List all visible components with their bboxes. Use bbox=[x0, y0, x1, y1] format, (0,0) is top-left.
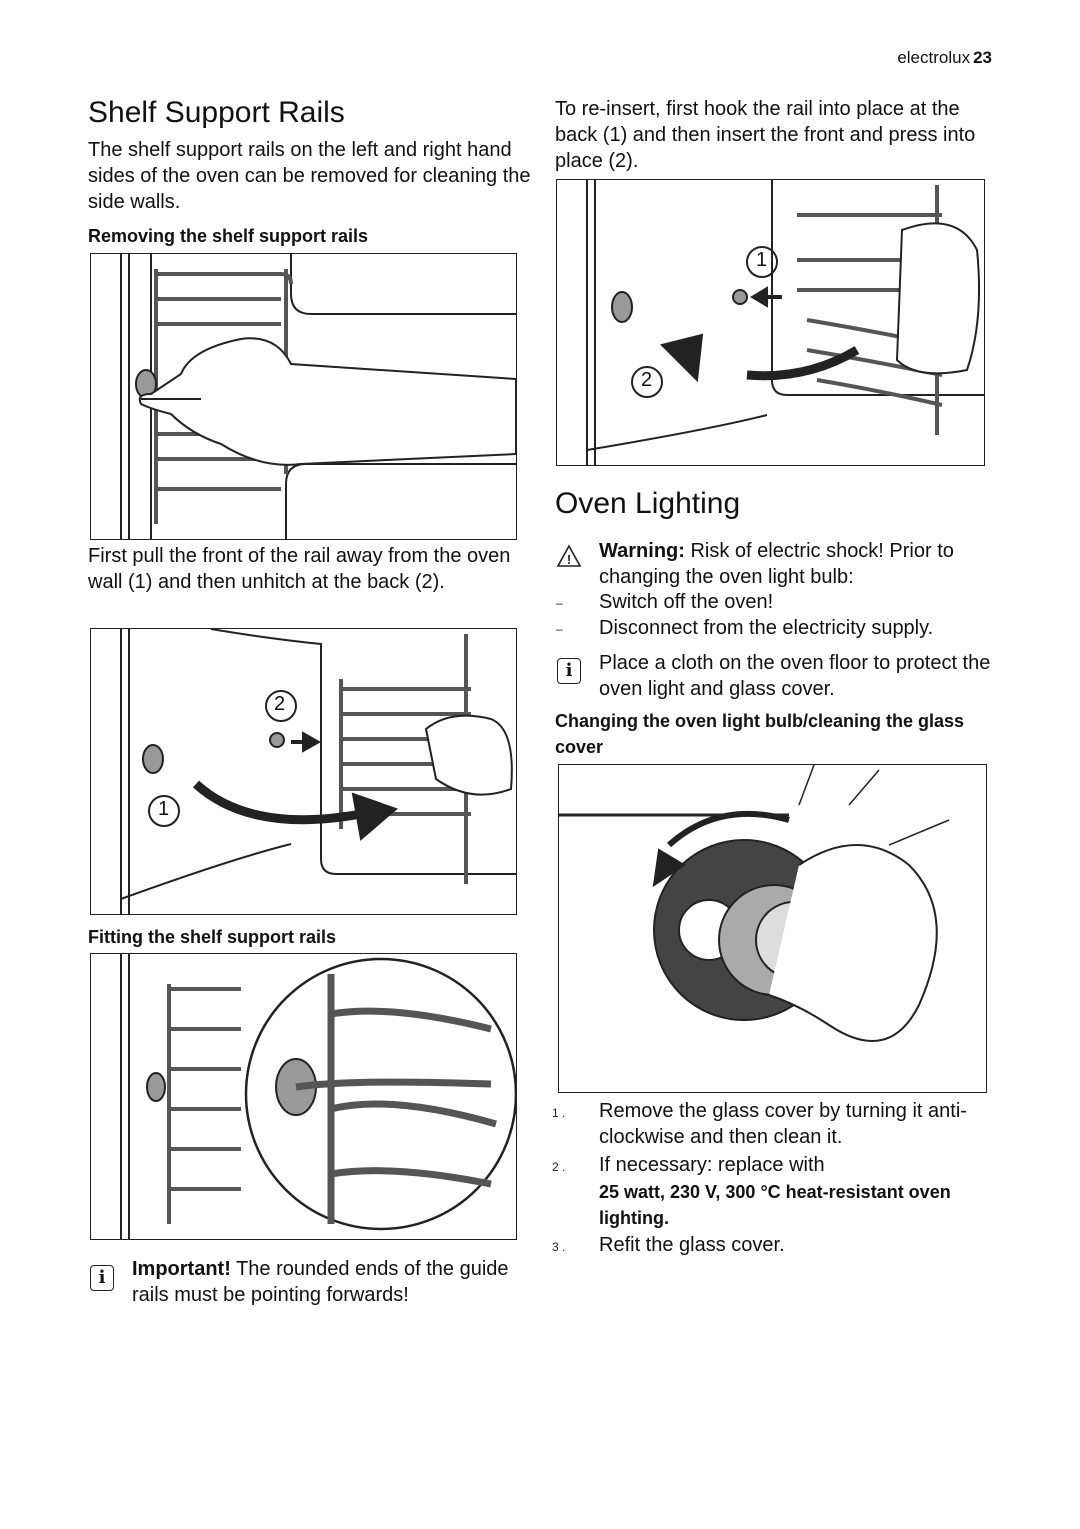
important-text: The rounded ends of the guide rails must… bbox=[132, 1258, 509, 1306]
fig4-label-2: 2 bbox=[641, 369, 653, 391]
step-number: 3 . bbox=[552, 1240, 566, 1254]
changing-heading: Changing the oven light bulb/cleaning th… bbox=[555, 711, 965, 757]
unhitch-rail-illustration: 2 1 bbox=[90, 628, 517, 915]
removing-heading: Removing the shelf support rails bbox=[88, 226, 369, 246]
fig2-label-2: 2 bbox=[274, 693, 286, 715]
shelf-rails-title: Shelf Support Rails bbox=[88, 96, 345, 129]
step-number: 1 . bbox=[552, 1106, 566, 1120]
warning-text: Risk of electric shock! Prior to changin… bbox=[599, 540, 954, 588]
reinsert-text: To re-insert, first hook the rail into p… bbox=[555, 98, 976, 172]
oven-lighting-title: Oven Lighting bbox=[555, 487, 741, 520]
dash-item-1: Switch off the oven! bbox=[599, 591, 774, 613]
svg-text:!: ! bbox=[567, 552, 571, 567]
shelf-rails-intro: The shelf support rails on the left and … bbox=[88, 139, 531, 213]
step-1-text: Remove the glass cover by turning it ant… bbox=[599, 1100, 967, 1148]
brand-name: electrolux bbox=[897, 48, 971, 67]
dash-item-2: Disconnect from the electricity supply. bbox=[599, 617, 934, 639]
step-2-spec: 25 watt, 230 V, 300 °C heat-resistant ov… bbox=[599, 1182, 951, 1228]
dash-marker: – bbox=[556, 596, 563, 610]
info-note: Place a cloth on the oven floor to prote… bbox=[599, 652, 991, 700]
important-note: Important! The rounded ends of the guide… bbox=[132, 1256, 532, 1308]
reinsert-rail-illustration: 1 2 bbox=[556, 179, 985, 466]
fig2-label-1: 1 bbox=[158, 798, 170, 820]
removing-rail-illustration bbox=[90, 253, 517, 540]
step-number: 2 . bbox=[552, 1160, 566, 1174]
fig4-label-1: 1 bbox=[756, 249, 768, 271]
warning-label: Warning: bbox=[599, 540, 685, 562]
important-label: Important! bbox=[132, 1258, 231, 1280]
fitting-heading: Fitting the shelf support rails bbox=[88, 927, 337, 947]
fitting-rail-illustration bbox=[90, 953, 517, 1240]
step-2-text: If necessary: replace with bbox=[599, 1154, 825, 1176]
step-3-text: Refit the glass cover. bbox=[599, 1234, 785, 1256]
info-icon: i bbox=[557, 658, 581, 684]
dash-marker: – bbox=[556, 622, 563, 636]
removing-text: First pull the front of the rail away fr… bbox=[88, 545, 511, 593]
info-icon: i bbox=[90, 1265, 114, 1291]
warning-note: Warning: Risk of electric shock! Prior t… bbox=[599, 538, 1004, 590]
oven-light-illustration bbox=[558, 764, 987, 1093]
warning-icon: ! bbox=[556, 544, 582, 567]
page-number: 23 bbox=[973, 48, 992, 67]
